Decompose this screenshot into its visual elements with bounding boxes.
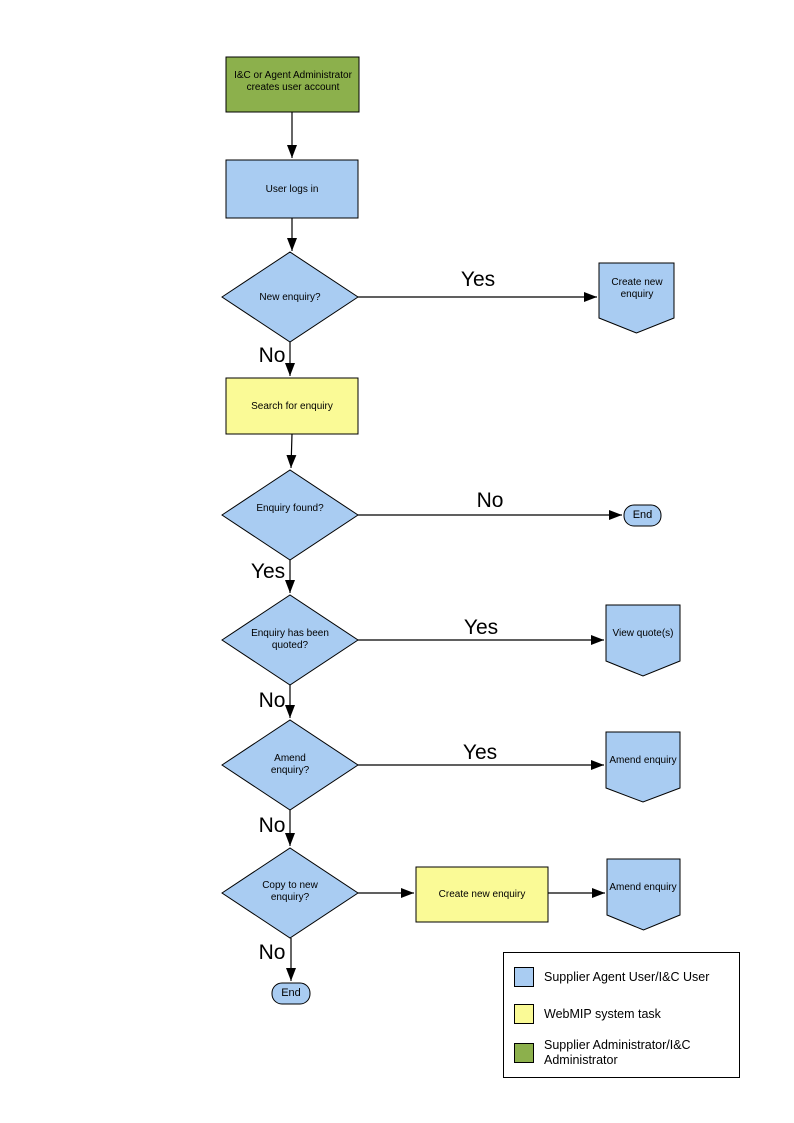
- decision-enquiry-quoted: [221, 594, 359, 686]
- process-create-new-enquiry-bottom: [415, 866, 549, 923]
- edge-label-new-enquiry-yes: Yes: [460, 268, 496, 291]
- decision-new-enquiry-label: New enquiry?: [259, 292, 321, 303]
- decision-copy-to-new-enquiry-label: Copy to new enquiry?: [262, 880, 318, 903]
- offpage-amend-enquiry-2-label: Amend enquiry: [609, 882, 677, 893]
- decision-enquiry-found-label: Enquiry found?: [256, 503, 324, 514]
- decision-enquiry-quoted-label: Enquiry has been quoted?: [251, 628, 329, 651]
- legend-item-system: WebMIP system task: [514, 1004, 729, 1024]
- edge-label-enquiry-found-yes: Yes: [250, 560, 286, 583]
- legend-item-admin: Supplier Administrator/I&C Administrator: [514, 1038, 729, 1068]
- process-create-new-enquiry-bottom-label: Create new enquiry: [438, 889, 526, 900]
- offpage-view-quotes: [605, 604, 681, 677]
- edge-label-quoted-no: No: [258, 689, 286, 712]
- edge-search-to-found: [286, 433, 297, 469]
- legend-box: Supplier Agent User/I&C User WebMIP syst…: [503, 952, 740, 1078]
- process-search-for-enquiry-label: Search for enquiry: [251, 401, 333, 412]
- legend-label-system: WebMIP system task: [544, 1006, 661, 1021]
- process-user-logs-in: [225, 159, 359, 219]
- edge-label-amend-yes: Yes: [462, 741, 498, 764]
- offpage-create-new-enquiry-top-label: Create new enquiry: [611, 277, 663, 300]
- legend-swatch-user: [514, 967, 534, 987]
- legend-item-user: Supplier Agent User/I&C User: [514, 967, 729, 987]
- offpage-amend-enquiry: [605, 731, 681, 803]
- terminator-end-bottom: [271, 982, 311, 1005]
- decision-amend-enquiry: [221, 719, 359, 811]
- edge-label-new-enquiry-no: No: [258, 344, 286, 367]
- offpage-amend-enquiry-2: [606, 858, 681, 931]
- process-search-for-enquiry: [225, 377, 359, 435]
- decision-enquiry-found: [221, 469, 359, 561]
- edge-label-quoted-yes: Yes: [463, 616, 499, 639]
- terminator-end-bottom-label: End: [281, 987, 301, 999]
- process-admin-creates-account-label: I&C or Agent Administrator creates user …: [234, 70, 352, 93]
- terminator-end-right: [623, 504, 662, 527]
- edge-label-amend-no: No: [258, 814, 286, 837]
- legend-label-admin: Supplier Administrator/I&C Administrator: [544, 1038, 691, 1067]
- legend-swatch-admin: [514, 1043, 534, 1063]
- decision-amend-enquiry-label: Amend enquiry?: [270, 753, 310, 776]
- offpage-amend-enquiry-label: Amend enquiry: [609, 755, 677, 766]
- edge-label-copy-no: No: [258, 941, 286, 964]
- legend-swatch-system: [514, 1004, 534, 1024]
- decision-copy-to-new-enquiry: [221, 847, 359, 939]
- offpage-view-quotes-label: View quote(s): [612, 628, 674, 639]
- decision-new-enquiry: [221, 251, 359, 343]
- process-admin-creates-account: [225, 56, 360, 113]
- terminator-end-right-label: End: [632, 509, 653, 521]
- legend-label-user: Supplier Agent User/I&C User: [544, 969, 710, 984]
- process-user-logs-in-label: User logs in: [265, 184, 319, 195]
- edge-label-enquiry-found-no: No: [476, 489, 504, 512]
- offpage-create-new-enquiry-top: [598, 262, 675, 334]
